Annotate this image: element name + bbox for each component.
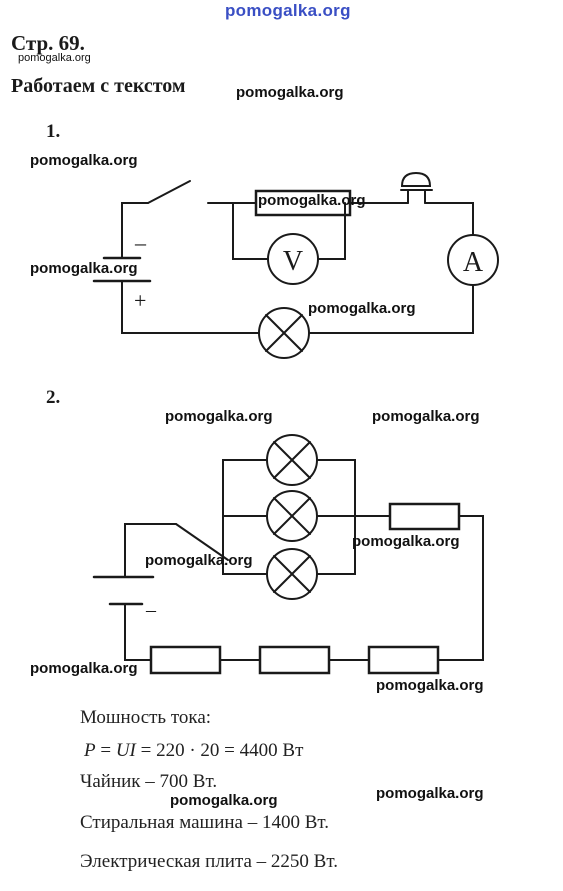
- top-watermark: pomogalka.org: [225, 1, 351, 20]
- task1-number: 1.: [46, 121, 61, 142]
- task1-watermark-2: pomogalka.org: [258, 192, 366, 209]
- task1-watermark-1: pomogalka.org: [30, 152, 138, 169]
- circuit1-wire-left-bottom: [121, 280, 259, 334]
- circuit2-bus-left: [222, 459, 268, 517]
- stove-power: Электрическая плита – 2250 Вт.: [80, 851, 338, 872]
- circuit1-key-cap: [400, 171, 432, 187]
- task2-watermark-6: pomogalka.org: [376, 677, 484, 694]
- circuit1-voltmeter: [267, 233, 319, 285]
- circuit2-resistor-right: [388, 502, 461, 531]
- circuit1-key: [407, 189, 426, 204]
- formula-ui: UI: [115, 740, 136, 761]
- task2-watermark-1: pomogalka.org: [165, 408, 273, 425]
- task2-watermark-4: pomogalka.org: [145, 552, 253, 569]
- task2-watermark-5: pomogalka.org: [30, 660, 138, 677]
- page-title: Стр. 69.: [11, 31, 85, 55]
- task2-watermark-2: pomogalka.org: [372, 408, 480, 425]
- bottom-watermark-2: pomogalka.org: [376, 785, 484, 802]
- circuit2-resistor-bottom-3: [367, 645, 440, 675]
- task2-watermark-3: pomogalka.org: [352, 533, 460, 550]
- task1-watermark-3: pomogalka.org: [30, 260, 138, 277]
- circuit1-wire-left-top: [121, 202, 149, 259]
- circuit1-voltmeter-wire-right: [317, 202, 346, 260]
- formula-p: P: [84, 740, 96, 761]
- section-heading: Работаем с текстом: [11, 75, 186, 97]
- ammeter-label: A: [463, 247, 484, 278]
- circuit2-minus-sign: –: [145, 599, 157, 621]
- circuit1-voltmeter-wire-left: [232, 202, 269, 260]
- kettle-power: Чайник – 700 Вт.: [80, 771, 218, 792]
- circuit2-resistor-bottom-2: [258, 645, 331, 675]
- power-title: Мошность тока:: [80, 707, 212, 728]
- title-watermark: pomogalka.org: [18, 52, 91, 64]
- task1-watermark-4: pomogalka.org: [308, 300, 416, 317]
- circuit2-resistor-bottom-1: [149, 645, 222, 675]
- bottom-watermark-1: pomogalka.org: [170, 792, 278, 809]
- formula-eq2: =: [140, 740, 152, 761]
- circuit1-lamp: [258, 307, 310, 359]
- circuit1-plus-sign: +: [134, 288, 146, 313]
- power-formula: P = UI = 220 · 20 = 4400 Вт: [84, 740, 303, 762]
- washer-power: Стиральная машина – 1400 Вт.: [80, 812, 330, 833]
- circuit1-minus-sign: –: [134, 230, 147, 255]
- voltmeter-label: V: [283, 246, 303, 277]
- circuit1-switch: [147, 180, 191, 204]
- formula-calc: 220 · 20 = 4400 Вт: [156, 740, 304, 761]
- task2-number: 2.: [46, 387, 61, 408]
- heading-watermark: pomogalka.org: [236, 84, 344, 101]
- formula-eq1: =: [100, 740, 112, 761]
- circuit2-switch: [175, 523, 229, 561]
